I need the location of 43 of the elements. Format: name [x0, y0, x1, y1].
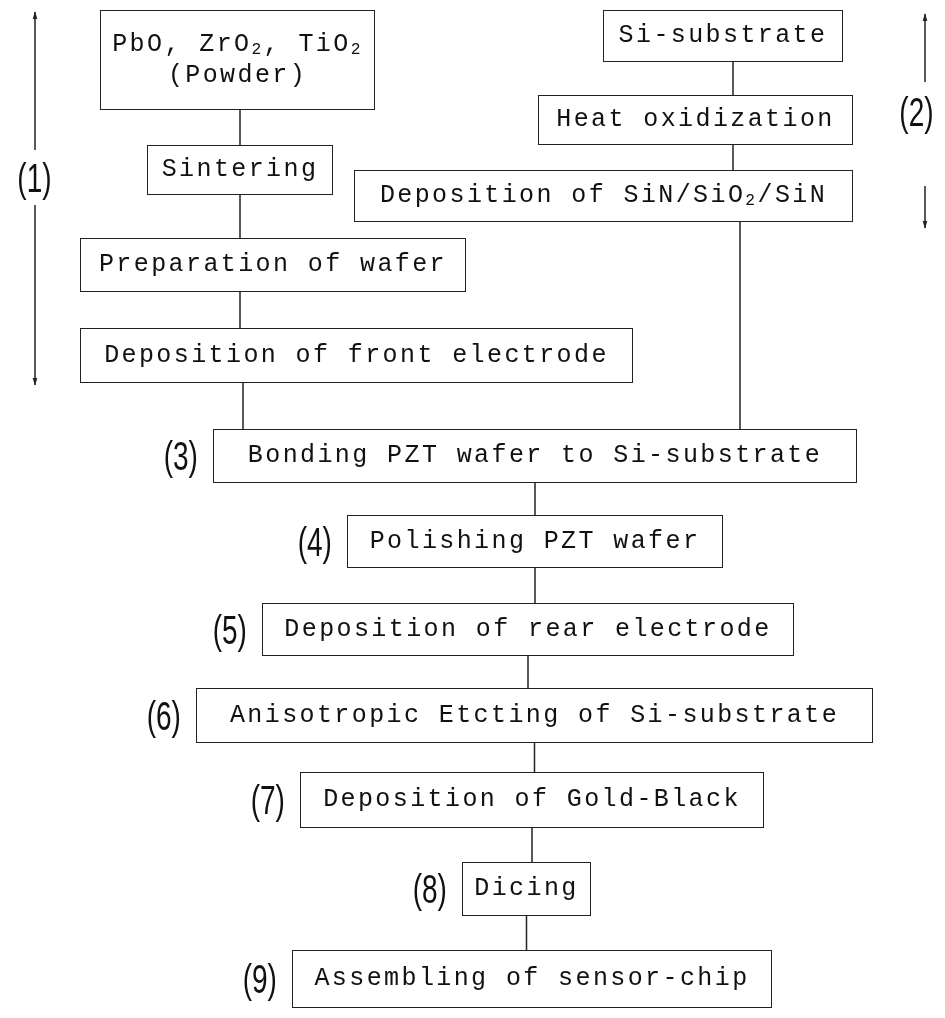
step-number: (7) [250, 777, 285, 823]
step-text: Assembling of sensor-chip [314, 963, 750, 995]
process-box [80, 238, 466, 292]
step-text: Preparation of wafer [98, 249, 448, 281]
step-number: (5) [212, 607, 247, 652]
connector-line [525, 915, 528, 951]
connector-line [239, 109, 241, 146]
step-text: Si-substrate [618, 20, 828, 52]
connector-line [239, 291, 241, 329]
step-text: Sintering [161, 154, 319, 186]
step-text: Deposition of SiN/SiO$_{2}$/SiN [379, 180, 828, 212]
connector-line [732, 61, 734, 96]
step-number: (6) [146, 693, 181, 738]
process-box [538, 95, 853, 145]
step-text: Deposition of front electrode [104, 339, 609, 372]
step-text: Deposition of Gold-Black [323, 784, 741, 816]
process-box [603, 10, 843, 62]
connector-line [534, 567, 536, 604]
step-number: (4) [297, 519, 332, 564]
stage-number: (1) [17, 156, 52, 201]
connector-line [534, 482, 536, 516]
connector-line [533, 742, 536, 773]
process-box [354, 170, 853, 222]
step-text: Bonding PZT wafer to Si-substrate [247, 440, 823, 472]
connector-line [242, 382, 244, 430]
connector-line [527, 655, 529, 689]
connector-line [239, 194, 241, 239]
connector-line [732, 144, 734, 171]
step-number: (3) [163, 433, 198, 479]
step-number: (9) [242, 956, 277, 1002]
step-text: Heat oxidization [556, 104, 835, 136]
step-text: Deposition of rear electrode [284, 613, 772, 646]
step-text: Polishing PZT wafer [369, 525, 701, 558]
process-box [100, 10, 375, 110]
process-box [80, 328, 633, 383]
stage-number: (2) [899, 90, 934, 135]
step-text: PbO, ZrO$_{2}$, TiO$_{2}$ (Powder) [111, 28, 364, 92]
step-text: Anisotropic Etcting of Si-substrate [229, 699, 840, 732]
step-text: Dicing [474, 873, 579, 905]
connector-line [739, 221, 741, 430]
process-box [147, 145, 333, 195]
step-number: (8) [412, 866, 447, 912]
connector-line [531, 827, 533, 863]
